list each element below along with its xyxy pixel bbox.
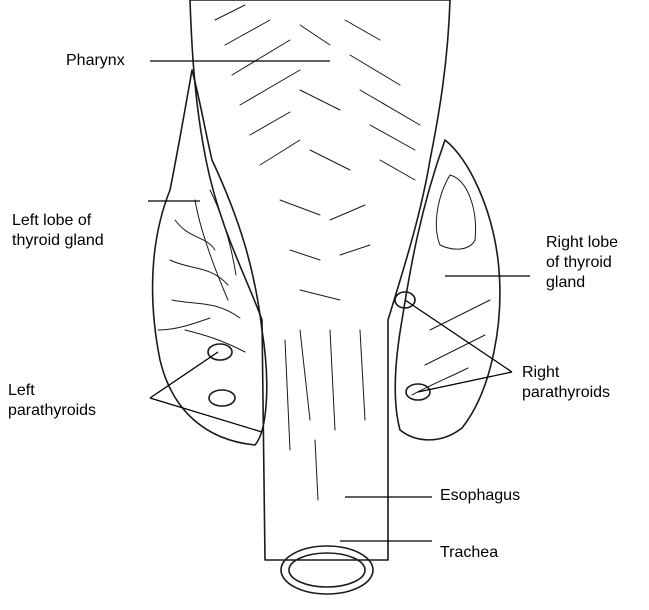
right-parathyroid-nodules (395, 292, 430, 400)
trachea-label: Trachea (440, 543, 498, 563)
trachea-ring (281, 546, 373, 594)
pharynx-label: Pharynx (66, 51, 125, 71)
left-parathyroids-label: Left parathyroids (8, 381, 96, 421)
left-thyroid-lobe (153, 70, 267, 445)
esophagus-label: Esophagus (440, 486, 520, 506)
right-thyroid-lobe (395, 140, 500, 440)
left-lobe-label: Left lobe of thyroid gland (12, 211, 104, 251)
pharynx-shape (190, 0, 450, 560)
right-lobe-label: Right lobe of thyroid gland (546, 233, 618, 293)
right-parathyroids-label: Right parathyroids (522, 363, 610, 403)
left-parathyroid-nodules (208, 344, 235, 406)
